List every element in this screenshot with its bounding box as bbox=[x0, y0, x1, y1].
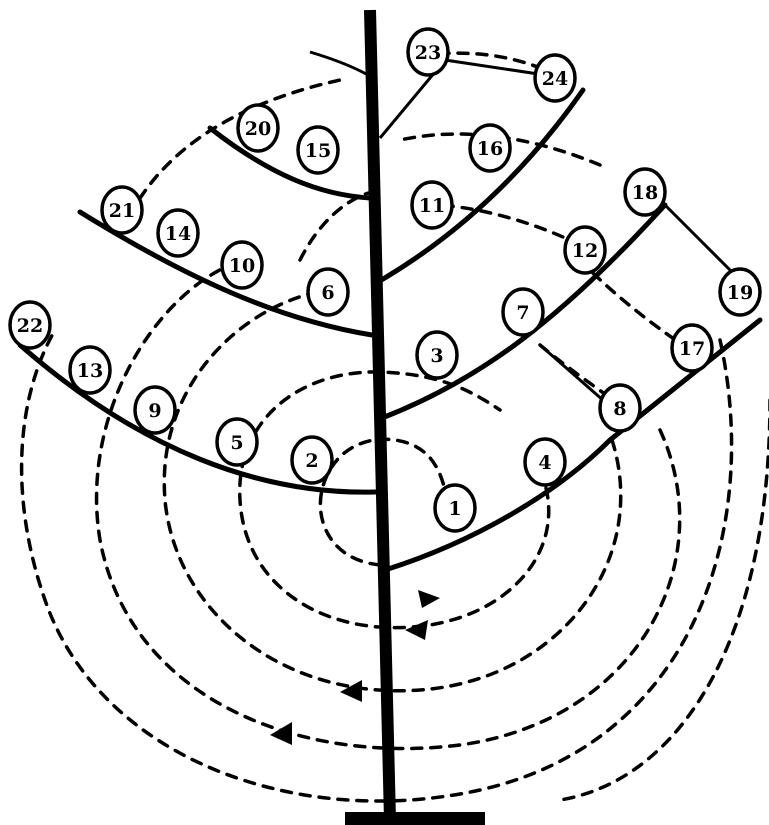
branch-right-3 bbox=[378, 90, 583, 282]
node-label: 2 bbox=[305, 450, 318, 472]
node-21: 21 bbox=[102, 187, 142, 233]
node-label: 20 bbox=[245, 118, 271, 140]
node-label: 22 bbox=[17, 315, 43, 337]
node-3: 3 bbox=[417, 332, 457, 378]
node-20: 20 bbox=[238, 105, 278, 151]
node-14: 14 bbox=[158, 210, 198, 256]
node-23: 23 bbox=[408, 29, 448, 75]
node-label: 17 bbox=[679, 338, 705, 360]
node-18: 18 bbox=[625, 169, 665, 215]
node-12: 12 bbox=[565, 227, 605, 273]
branch-right-4 bbox=[380, 60, 545, 138]
node-9: 9 bbox=[135, 387, 175, 433]
arrowhead-3 bbox=[270, 722, 292, 745]
node-label: 19 bbox=[727, 282, 753, 304]
node-16: 16 bbox=[470, 125, 510, 171]
spiral-loop-2 bbox=[240, 372, 549, 628]
right-branches bbox=[378, 60, 760, 570]
node-label: 18 bbox=[632, 182, 658, 204]
node-label: 1 bbox=[448, 498, 461, 520]
node-5: 5 bbox=[217, 419, 257, 465]
node-11: 11 bbox=[412, 182, 452, 228]
node-10: 10 bbox=[222, 242, 262, 288]
arrowhead-1 bbox=[405, 620, 428, 640]
node-15: 15 bbox=[298, 127, 338, 173]
node-label: 23 bbox=[415, 42, 441, 64]
branch-right-5 bbox=[665, 205, 740, 280]
node-17: 17 bbox=[672, 325, 712, 371]
branch-left-4 bbox=[310, 52, 368, 75]
node-label: 8 bbox=[613, 398, 626, 420]
node-label: 21 bbox=[109, 200, 135, 222]
node-label: 3 bbox=[430, 345, 443, 367]
node-label: 14 bbox=[165, 223, 191, 245]
node-label: 9 bbox=[148, 400, 161, 422]
node-label: 6 bbox=[321, 282, 334, 304]
node-7: 7 bbox=[503, 289, 543, 335]
upper-arc-2 bbox=[300, 190, 380, 260]
node-2: 2 bbox=[292, 437, 332, 483]
node-label: 11 bbox=[419, 195, 445, 217]
node-label: 5 bbox=[230, 432, 243, 454]
node-8: 8 bbox=[600, 385, 640, 431]
arrowhead-2 bbox=[340, 680, 362, 702]
branch-left-3 bbox=[210, 128, 370, 198]
node-label: 4 bbox=[538, 452, 551, 474]
node-13: 13 bbox=[70, 347, 110, 393]
node-label: 15 bbox=[305, 140, 331, 162]
arrowheads bbox=[270, 590, 440, 745]
node-label: 24 bbox=[542, 68, 568, 90]
node-19: 19 bbox=[720, 269, 760, 315]
node-1: 1 bbox=[435, 485, 475, 531]
node-label: 7 bbox=[516, 302, 529, 324]
node-label: 13 bbox=[77, 360, 103, 382]
node-label: 10 bbox=[229, 255, 255, 277]
node-label: 12 bbox=[572, 240, 598, 262]
node-label: 16 bbox=[477, 138, 503, 160]
node-24: 24 bbox=[535, 55, 575, 101]
trunk-base bbox=[345, 812, 485, 825]
node-6: 6 bbox=[308, 269, 348, 315]
node-4: 4 bbox=[525, 439, 565, 485]
node-22: 22 bbox=[10, 302, 50, 348]
arrowhead-4 bbox=[418, 590, 440, 608]
